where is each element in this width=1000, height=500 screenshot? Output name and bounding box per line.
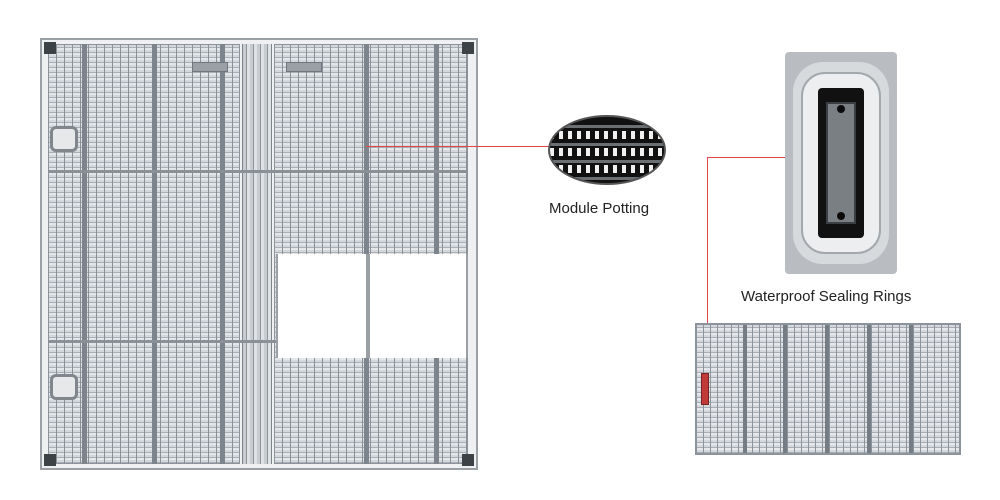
waterproof-sealing-label: Waterproof Sealing Rings xyxy=(741,288,912,305)
corner-lock xyxy=(462,42,474,54)
sealing-ring-closeup xyxy=(785,52,897,274)
led-module-image xyxy=(695,323,961,455)
module-potting-label: Module Potting xyxy=(549,200,650,217)
center-rail xyxy=(242,44,272,464)
corner-lock xyxy=(462,454,474,466)
top-bracket xyxy=(286,62,322,72)
panel-strut xyxy=(220,44,225,464)
cross-beam xyxy=(48,170,466,173)
cross-beam xyxy=(48,340,466,343)
removed-module-left xyxy=(276,254,368,358)
led-cabinet-image xyxy=(40,38,478,470)
module-potting-closeup xyxy=(548,115,666,185)
side-handle xyxy=(50,374,78,400)
top-bracket xyxy=(192,62,228,72)
corner-lock xyxy=(44,454,56,466)
sealing-callout-line xyxy=(707,157,787,158)
panel-strut xyxy=(152,44,157,464)
potting-callout-line xyxy=(366,146,550,147)
sealing-ring-marker xyxy=(701,373,709,405)
corner-lock xyxy=(44,42,56,54)
side-handle xyxy=(50,126,78,152)
panel-strut xyxy=(82,44,87,464)
sealing-callout-line xyxy=(707,157,708,397)
removed-module-right xyxy=(368,254,468,358)
left-led-panel xyxy=(48,44,240,464)
